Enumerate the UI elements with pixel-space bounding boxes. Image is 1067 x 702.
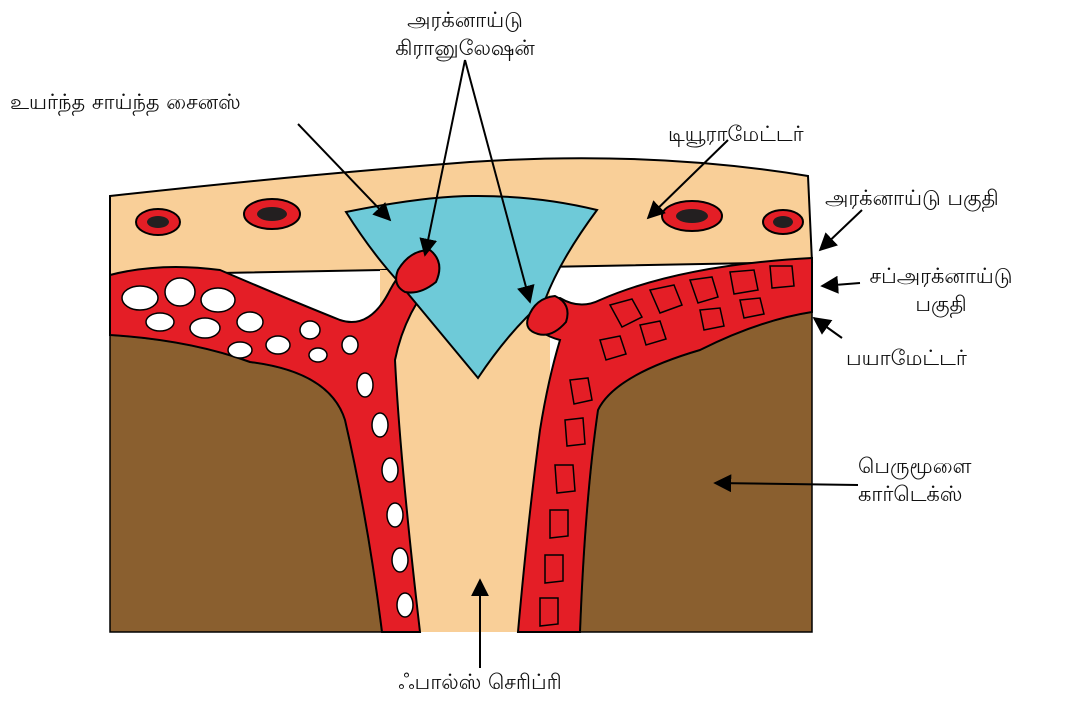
subarachnoid-space-label-line1: சப்அரக்னாய்டு [846,262,1036,290]
dura-mater-label: டியூராமேட்டர் [668,120,804,148]
cerebral-cortex-label: பெருமூளை கார்டெக்ஸ் [858,452,972,509]
arachnoid-granulation-label: அரக்னாய்டு கிரானுலேஷன் [370,6,560,63]
arachnoid-layer-label: அரக்னாய்டு பகுதி [825,184,999,212]
subarachnoid-space-label-line2: பகுதி [846,290,1036,318]
cerebral-cortex-label-line1: பெருமூளை [858,452,972,480]
falx-cerebri-label: ஃபால்ஸ் செரிப்ரி [350,668,610,696]
pia-mater-label: பயாமேட்டர் [846,344,967,372]
superior-sagittal-sinus-label: உயர்ந்த சாய்ந்த சைனஸ் [10,88,241,116]
subarachnoid-space-label: சப்அரக்னாய்டு பகுதி [846,262,1036,319]
arachnoid-granulation-label-line2: கிரானுலேஷன் [370,34,560,62]
cerebral-cortex-label-line2: கார்டெக்ஸ் [858,480,972,508]
arachnoid-granulation-label-line1: அரக்னாய்டு [370,6,560,34]
